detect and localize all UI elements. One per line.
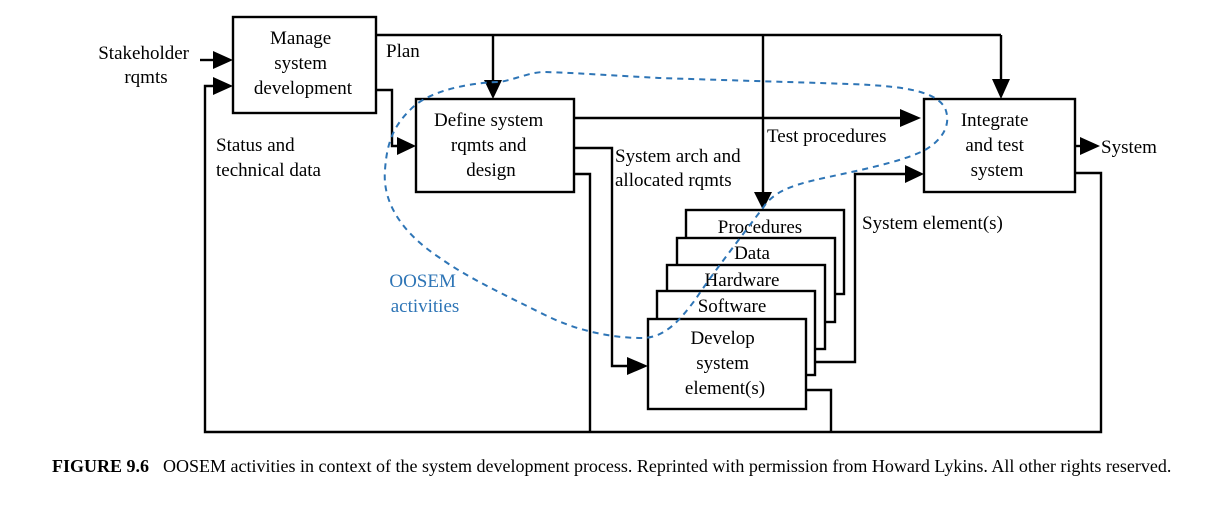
arch-develop-arrowhead [627, 357, 648, 375]
status-feedback-line [203, 84, 1103, 434]
manage-define-arrowhead [397, 137, 416, 155]
test-procedures-label: Test procedures [767, 126, 886, 147]
data-label: Data [734, 243, 770, 264]
hardware-label: Hardware [705, 270, 780, 291]
procedures-label: Procedures [718, 217, 802, 238]
test-procedures-arrowhead [900, 109, 921, 127]
oosem-boundary [383, 70, 949, 340]
manage-box [231, 15, 378, 115]
caption-text: OOSEM activities in context of the syste… [163, 456, 1172, 476]
define-box-label: Define system rqmts and design [434, 110, 548, 181]
system-arch-label: System arch and allocated rqmts [615, 146, 745, 191]
develop-box [646, 317, 808, 411]
stakeholder-rqmts-label: Stakeholder rqmts [98, 43, 194, 88]
manage-to-define-line [376, 88, 397, 148]
status-label: Status and technical data [216, 135, 322, 181]
define-feedback-line [574, 172, 592, 432]
status-arrowhead [213, 77, 233, 95]
develop-feedback-line [806, 388, 833, 432]
integrate-box-label: Integrate and test system [961, 110, 1033, 181]
system-elements-label: System element(s) [862, 213, 1003, 234]
plan-define-arrowhead [484, 80, 502, 99]
system-elements-arrowhead [905, 165, 924, 183]
plan-label: Plan [386, 41, 420, 62]
develop-to-integrate-line [812, 172, 905, 364]
define-to-develop-line [574, 146, 627, 368]
system-development-diagram: Manage system development Define system … [98, 15, 1157, 434]
plan-develop-arrowhead [754, 192, 772, 210]
develop-box-label: Develop system element(s) [685, 328, 765, 399]
figure-caption: FIGURE 9.6 OOSEM activities in context of… [52, 452, 1217, 480]
system-output-arrowhead [1080, 137, 1100, 155]
define-box [414, 97, 576, 194]
system-output-label: System [1101, 137, 1157, 158]
software-label: Software [698, 296, 767, 317]
plan-integrate-arrowhead [992, 79, 1010, 99]
oosem-activities-label: OOSEM activities [389, 271, 460, 317]
integrate-box [922, 97, 1077, 194]
stakeholder-arrowhead [213, 51, 233, 69]
figure-label: FIGURE 9.6 [52, 456, 150, 476]
manage-box-label: Manage system development [254, 28, 353, 99]
